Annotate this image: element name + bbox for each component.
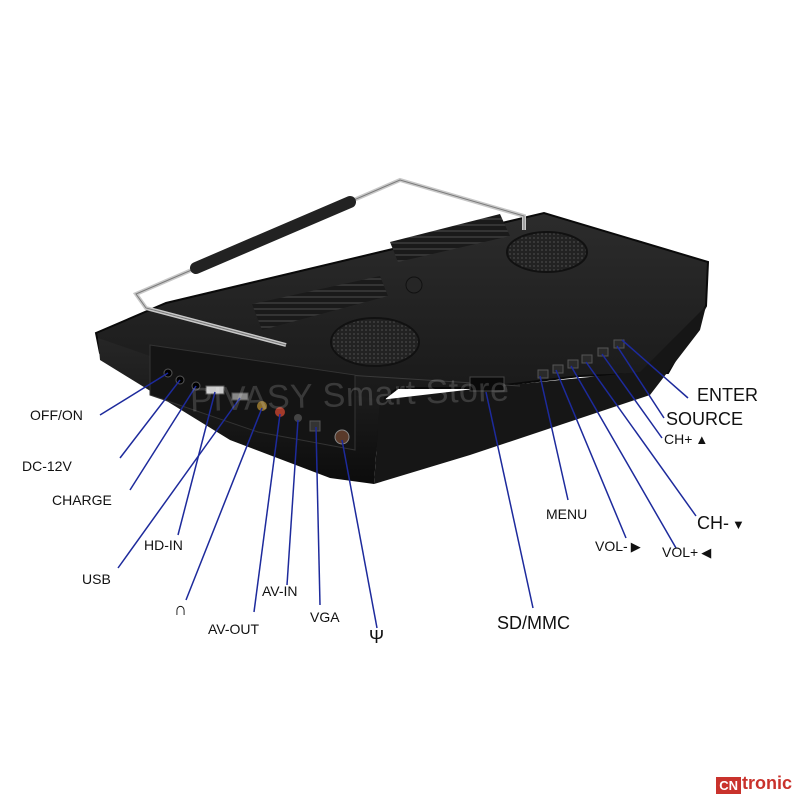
antenna-icon: Ψ bbox=[369, 627, 385, 647]
leader-line-charge bbox=[129, 385, 197, 491]
vent-grill-right bbox=[390, 214, 510, 262]
label-vol-minus: VOL-▶ bbox=[595, 539, 641, 553]
stand-handle bbox=[132, 177, 526, 347]
label-ch-minus: CH-▼ bbox=[697, 514, 745, 532]
leader-line-source bbox=[616, 345, 665, 419]
leader-line-antenna bbox=[341, 439, 378, 629]
headphone-icon: ∩ bbox=[174, 599, 187, 619]
leader-line-vol-plus bbox=[570, 365, 677, 549]
arrow-up-icon: ▲ bbox=[695, 432, 709, 447]
leader-line-hd-in bbox=[177, 391, 216, 536]
leader-line-ch-plus bbox=[601, 353, 663, 439]
leader-line-headphone bbox=[185, 407, 263, 601]
ports bbox=[163, 368, 505, 445]
leader-line-menu bbox=[539, 375, 569, 501]
label-source: SOURCE bbox=[666, 409, 744, 429]
vol-plus-text: VOL+ bbox=[662, 544, 699, 560]
arrow-down-icon: ▼ bbox=[732, 517, 745, 532]
label-usb: USB bbox=[82, 571, 111, 587]
speaker-right bbox=[506, 231, 588, 273]
label-off-on: OFF/ON bbox=[30, 407, 83, 423]
label-dc-12v: DC-12V bbox=[22, 458, 72, 474]
label-charge: CHARGE bbox=[52, 492, 112, 508]
logo-text: tronic bbox=[741, 773, 792, 793]
label-sd-mmc: SD/MMC bbox=[497, 613, 570, 633]
label-vga: VGA bbox=[310, 609, 340, 625]
label-ch-plus: CH+▲ bbox=[664, 432, 708, 446]
logo-box: CN bbox=[716, 777, 741, 794]
label-hd-in: HD-IN bbox=[144, 537, 183, 553]
leader-line-enter bbox=[621, 339, 689, 399]
connector-panel bbox=[149, 344, 356, 451]
leader-line-vol-minus bbox=[555, 369, 627, 539]
label-enter: ENTER bbox=[697, 385, 759, 405]
arrow-right-icon: ▶ bbox=[630, 539, 641, 554]
label-av-out: AV-OUT bbox=[208, 621, 260, 637]
side-buttons bbox=[537, 339, 625, 379]
label-vol-plus: VOL+◀ bbox=[662, 545, 711, 559]
leader-line-ch-minus bbox=[585, 361, 697, 517]
leader-line-vga bbox=[315, 426, 321, 606]
leader-line-sd-mmc bbox=[485, 391, 534, 609]
leader-line-dc-12v bbox=[119, 379, 181, 459]
leader-line-av-out bbox=[253, 413, 281, 613]
ch-plus-text: CH+ bbox=[664, 431, 693, 447]
vent-grill-left bbox=[252, 276, 388, 330]
center-screw bbox=[405, 276, 423, 294]
label-menu: MENU bbox=[546, 506, 588, 522]
leader-line-av-in bbox=[286, 419, 299, 586]
label-av-in: AV-IN bbox=[262, 583, 298, 599]
arrow-left-icon: ◀ bbox=[701, 545, 712, 560]
vol-minus-text: VOL- bbox=[595, 538, 628, 554]
speaker-left bbox=[330, 317, 420, 367]
ch-minus-text: CH- bbox=[697, 513, 729, 533]
leader-line-off-on bbox=[99, 372, 169, 416]
leader-line-usb bbox=[117, 397, 241, 569]
leader-lines bbox=[99, 339, 697, 629]
